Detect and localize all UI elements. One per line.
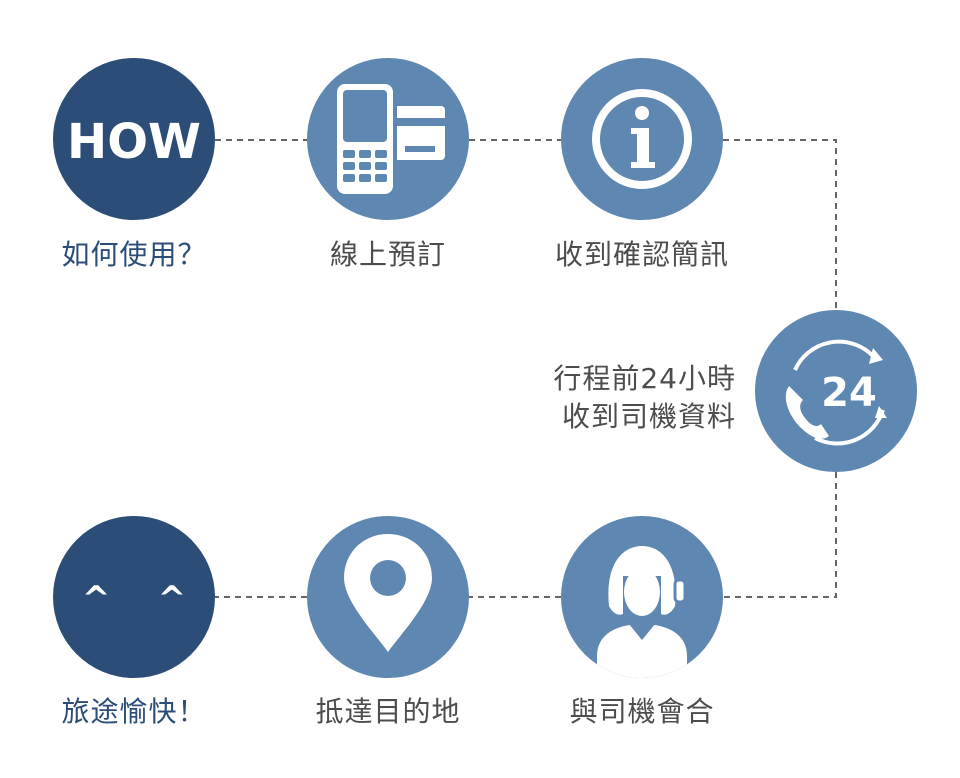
step-arrive-label: 抵達目的地 [315,695,461,728]
step-booking-circle [307,58,469,220]
step-24h-label: 行程前24小時 收到司機資料 [496,360,736,436]
step-meet-label: 與司機會合 [569,695,715,728]
step-how-circle: HOW [53,58,215,220]
customer-service-icon [597,539,687,678]
step-arrive-circle [307,516,469,678]
step-confirm-label: 收到確認簡訊 [554,238,729,271]
connector-3-4 [723,139,837,310]
smile-icon: ^ ^ [82,579,186,619]
step-how-label: 如何使用？ [61,238,207,271]
info-icon [592,89,692,189]
step-meet-circle [561,516,723,678]
map-pin-icon [344,534,432,652]
connector-4-5 [723,472,837,598]
step-24h-label-line2: 收到司機資料 [561,400,736,433]
24h-text: 24 [821,370,877,416]
phone-card-icon [333,80,445,198]
step-enjoy-label: 旅途愉快！ [61,695,207,728]
step-confirm-circle [561,58,723,220]
step-24h-label-line1: 行程前24小時 [553,362,736,395]
step-enjoy-circle: ^ ^ [53,516,215,678]
how-badge-text: HOW [67,114,201,170]
phone-24h-icon: 24 [785,339,887,446]
step-24h-circle: 24 [755,310,917,472]
smile-text: ^ ^ [82,579,186,619]
step-booking-label: 線上預訂 [329,238,446,271]
